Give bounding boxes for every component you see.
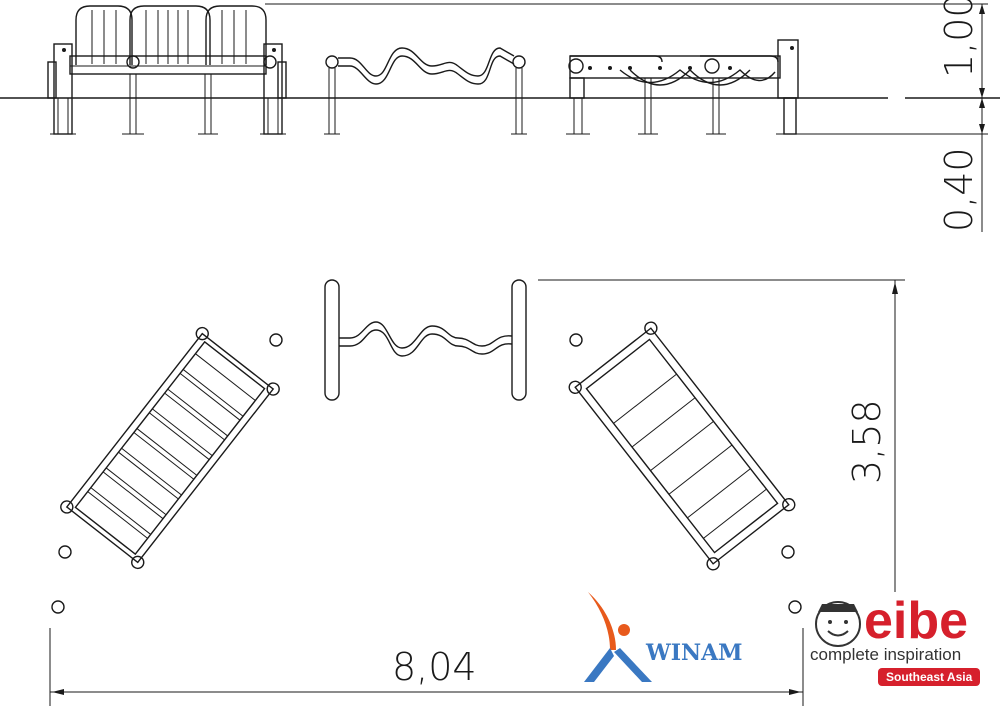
dim-depth-below: 0,40 — [937, 147, 981, 232]
plan-view — [49, 279, 905, 706]
plan-ladder-left — [60, 326, 280, 570]
smiley-face-icon — [815, 601, 861, 647]
dim-width-plan: 8,04 — [392, 645, 477, 689]
elevation-wave-bar — [324, 47, 527, 135]
dim-height-total: 1,00 — [937, 0, 981, 78]
elevation-ladder-right — [566, 39, 802, 135]
eibe-tagline: complete inspiration — [810, 645, 961, 664]
plan-wave-bar — [324, 279, 527, 401]
plan-ladder-right — [568, 321, 796, 571]
eibe-badge-text: Southeast Asia — [886, 670, 973, 684]
eibe-logo: eibe complete inspiration Southeast Asia — [810, 592, 980, 686]
winam-logo: WINAM — [584, 592, 743, 682]
eibe-badge — [878, 668, 980, 686]
elevation-view — [0, 3, 1000, 232]
post-markers — [51, 333, 802, 614]
winam-figure-icon — [584, 592, 652, 682]
dim-depth-plan: 3,58 — [845, 399, 889, 484]
elevation-ladder-left — [47, 5, 287, 135]
eibe-word: eibe — [864, 592, 968, 650]
winam-text: WINAM — [645, 640, 743, 666]
